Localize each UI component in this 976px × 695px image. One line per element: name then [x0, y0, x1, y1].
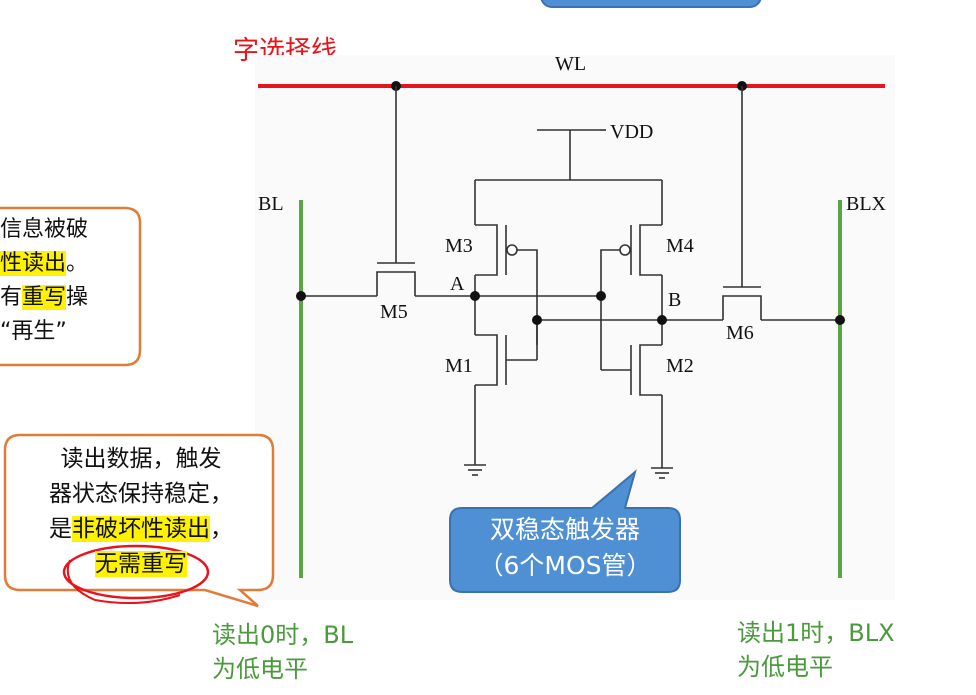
callout-bottom-line3-highlight: 非破坏性读出 — [72, 516, 210, 542]
note-left-line1: 读出0时，BL — [212, 621, 354, 649]
callout-top-line4: “再生” — [0, 319, 67, 344]
m2-label: M2 — [666, 355, 694, 377]
callout-top-line2-highlight: 性读出 — [0, 251, 67, 276]
callout-bottom-line4: 无需重写 — [10, 547, 272, 582]
callout-top-line1: 信息被破 — [0, 217, 89, 242]
blue-box-line1: 双稳态触发器 — [489, 515, 640, 544]
note-read-one: 读出1时，BLX 为低电平 — [737, 616, 895, 684]
m6-label: M6 — [726, 322, 754, 344]
blue-box-line2: （6个MOS管） — [478, 551, 652, 580]
callout-destructive-read: 信息被破 性读出。 有重写操 “再生” — [0, 213, 135, 349]
wl-label: WL — [555, 53, 586, 75]
callout-bottom-line1: 读出数据，触发 — [60, 446, 222, 472]
callout-top-line3-highlight: 重写 — [22, 285, 67, 310]
callout-bottom-line4-highlight: 无需重写 — [95, 551, 187, 577]
callout-bottom-line3: 是非破坏性读出， — [10, 512, 272, 547]
vdd-label: VDD — [610, 121, 653, 143]
m4-label: M4 — [666, 235, 694, 257]
bistable-flipflop-label: 双稳态触发器 （6个MOS管） — [450, 512, 680, 584]
callout-nondestructive-read: 读出数据，触发 器状态保持稳定， 是非破坏性读出， 无需重写 — [10, 442, 272, 582]
callout-top-line2-tail: 。 — [66, 251, 89, 276]
callout-top-line3: 有重写操 — [0, 281, 135, 315]
m5-label: M5 — [380, 301, 408, 323]
callout-bottom-line3-pre: 是 — [49, 516, 72, 542]
callout-top-line3-tail: 操 — [66, 285, 89, 310]
callout-top-line2: 性读出。 — [0, 247, 135, 281]
callout-top-line3-pre: 有 — [0, 285, 23, 310]
node-b-label: B — [668, 289, 681, 311]
node-a-label: A — [450, 273, 465, 295]
orange-callout-top-shape — [0, 206, 142, 367]
note-right-line2: 为低电平 — [737, 653, 833, 681]
red-annotation-circle — [62, 544, 210, 600]
blue-callout-shape — [449, 469, 681, 593]
blx-label: BLX — [846, 193, 887, 215]
bl-label: BL — [258, 193, 284, 215]
note-left-line2: 为低电平 — [212, 655, 308, 683]
m1-label: M1 — [445, 355, 473, 377]
callout-bottom-line2: 器状态保持稳定， — [49, 481, 233, 507]
note-right-line1: 读出1时，BLX — [737, 619, 895, 647]
m3-label: M3 — [445, 235, 473, 257]
callout-bottom-line3-tail: ， — [210, 516, 233, 542]
note-read-zero: 读出0时，BL 为低电平 — [212, 618, 353, 686]
